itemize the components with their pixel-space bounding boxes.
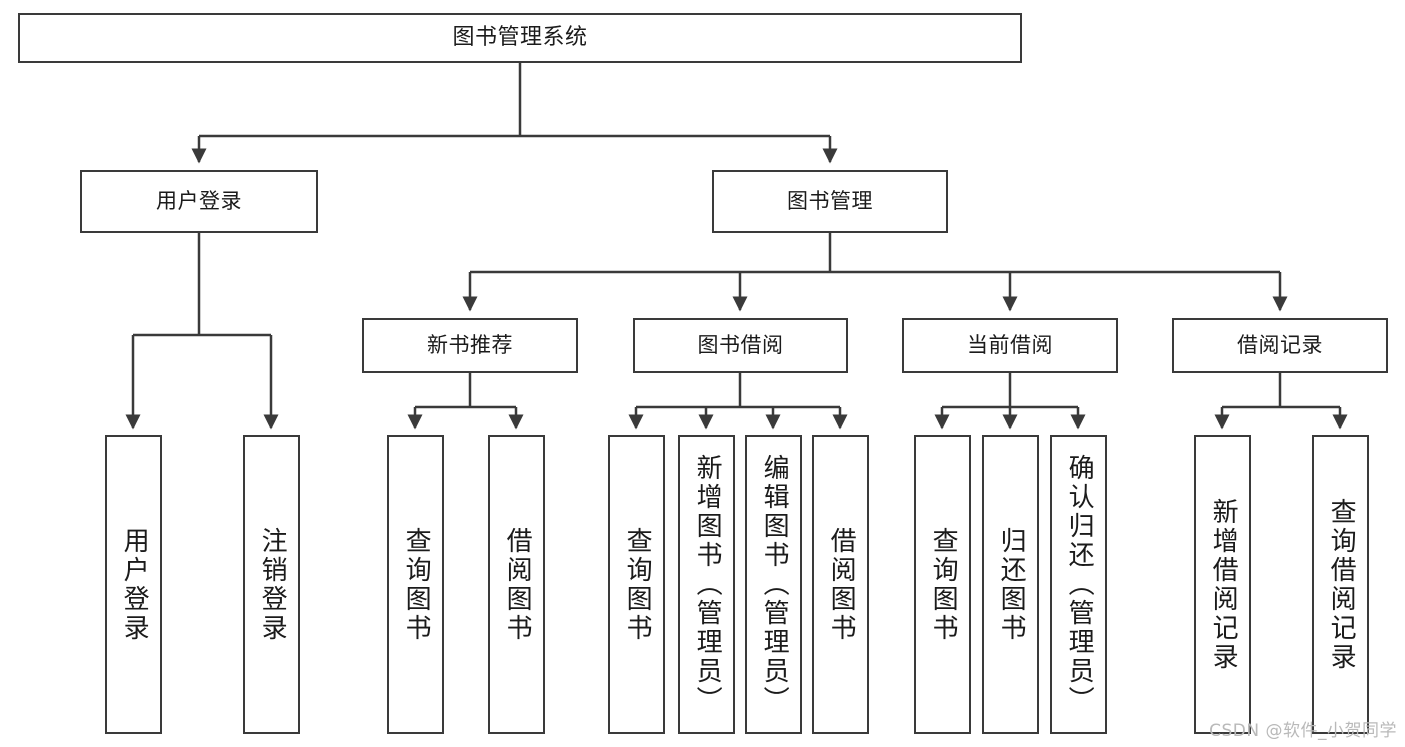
node-borrow-record[interactable]: 借阅记录 xyxy=(1172,318,1388,373)
node-book-borrow[interactable]: 图书借阅 xyxy=(633,318,848,373)
leaf-current-borrow-confirm-return[interactable]: 确认归还（管理员） xyxy=(1050,435,1107,734)
node-label: 借阅记录 xyxy=(1237,333,1323,358)
leaf-borrow-record-add-record[interactable]: 新增借阅记录 xyxy=(1194,435,1251,734)
node-label: 归还图书 xyxy=(996,526,1027,643)
csdn-watermark: CSDN @软件_小贺同学 xyxy=(1209,721,1397,741)
node-label: 用户登录 xyxy=(119,526,150,643)
node-book-management[interactable]: 图书管理 xyxy=(712,170,948,233)
leaf-current-borrow-query-book[interactable]: 查询图书 xyxy=(914,435,971,734)
node-user-login[interactable]: 用户登录 xyxy=(80,170,318,233)
leaf-new-book-query-book[interactable]: 查询图书 xyxy=(387,435,444,734)
node-root-book-management-system[interactable]: 图书管理系统 xyxy=(18,13,1022,63)
node-label: 编辑图书（管理员） xyxy=(759,454,790,715)
node-label: 注销登录 xyxy=(257,526,288,643)
node-label: 查询图书 xyxy=(928,526,959,643)
leaf-user-login-logout[interactable]: 注销登录 xyxy=(243,435,300,734)
node-label: 图书管理 xyxy=(787,189,873,214)
leaf-current-borrow-return-book[interactable]: 归还图书 xyxy=(982,435,1039,734)
leaf-borrow-record-query-record[interactable]: 查询借阅记录 xyxy=(1312,435,1369,734)
node-label: 当前借阅 xyxy=(967,333,1053,358)
node-label: 图书管理系统 xyxy=(452,25,588,51)
node-label: 图书借阅 xyxy=(697,333,784,358)
leaf-book-borrow-borrow-book[interactable]: 借阅图书 xyxy=(812,435,869,734)
leaf-new-book-borrow-book[interactable]: 借阅图书 xyxy=(488,435,545,734)
leaf-user-login-login[interactable]: 用户登录 xyxy=(105,435,162,734)
leaf-book-borrow-edit-book[interactable]: 编辑图书（管理员） xyxy=(745,435,802,734)
node-label: 查询借阅记录 xyxy=(1326,497,1357,672)
node-label: 新增图书（管理员） xyxy=(692,454,723,715)
node-label: 新增借阅记录 xyxy=(1208,497,1239,672)
node-label: 借阅图书 xyxy=(502,526,533,643)
node-current-borrow[interactable]: 当前借阅 xyxy=(902,318,1118,373)
node-label: 用户登录 xyxy=(156,189,242,214)
node-label: 借阅图书 xyxy=(826,526,857,643)
leaf-book-borrow-add-book[interactable]: 新增图书（管理员） xyxy=(678,435,735,734)
node-label: 新书推荐 xyxy=(427,333,513,358)
node-label: 查询图书 xyxy=(401,526,432,643)
node-label: 确认归还（管理员） xyxy=(1064,454,1095,715)
node-label: 查询图书 xyxy=(622,526,653,643)
leaf-book-borrow-query-book[interactable]: 查询图书 xyxy=(608,435,665,734)
node-new-book-recommend[interactable]: 新书推荐 xyxy=(362,318,578,373)
